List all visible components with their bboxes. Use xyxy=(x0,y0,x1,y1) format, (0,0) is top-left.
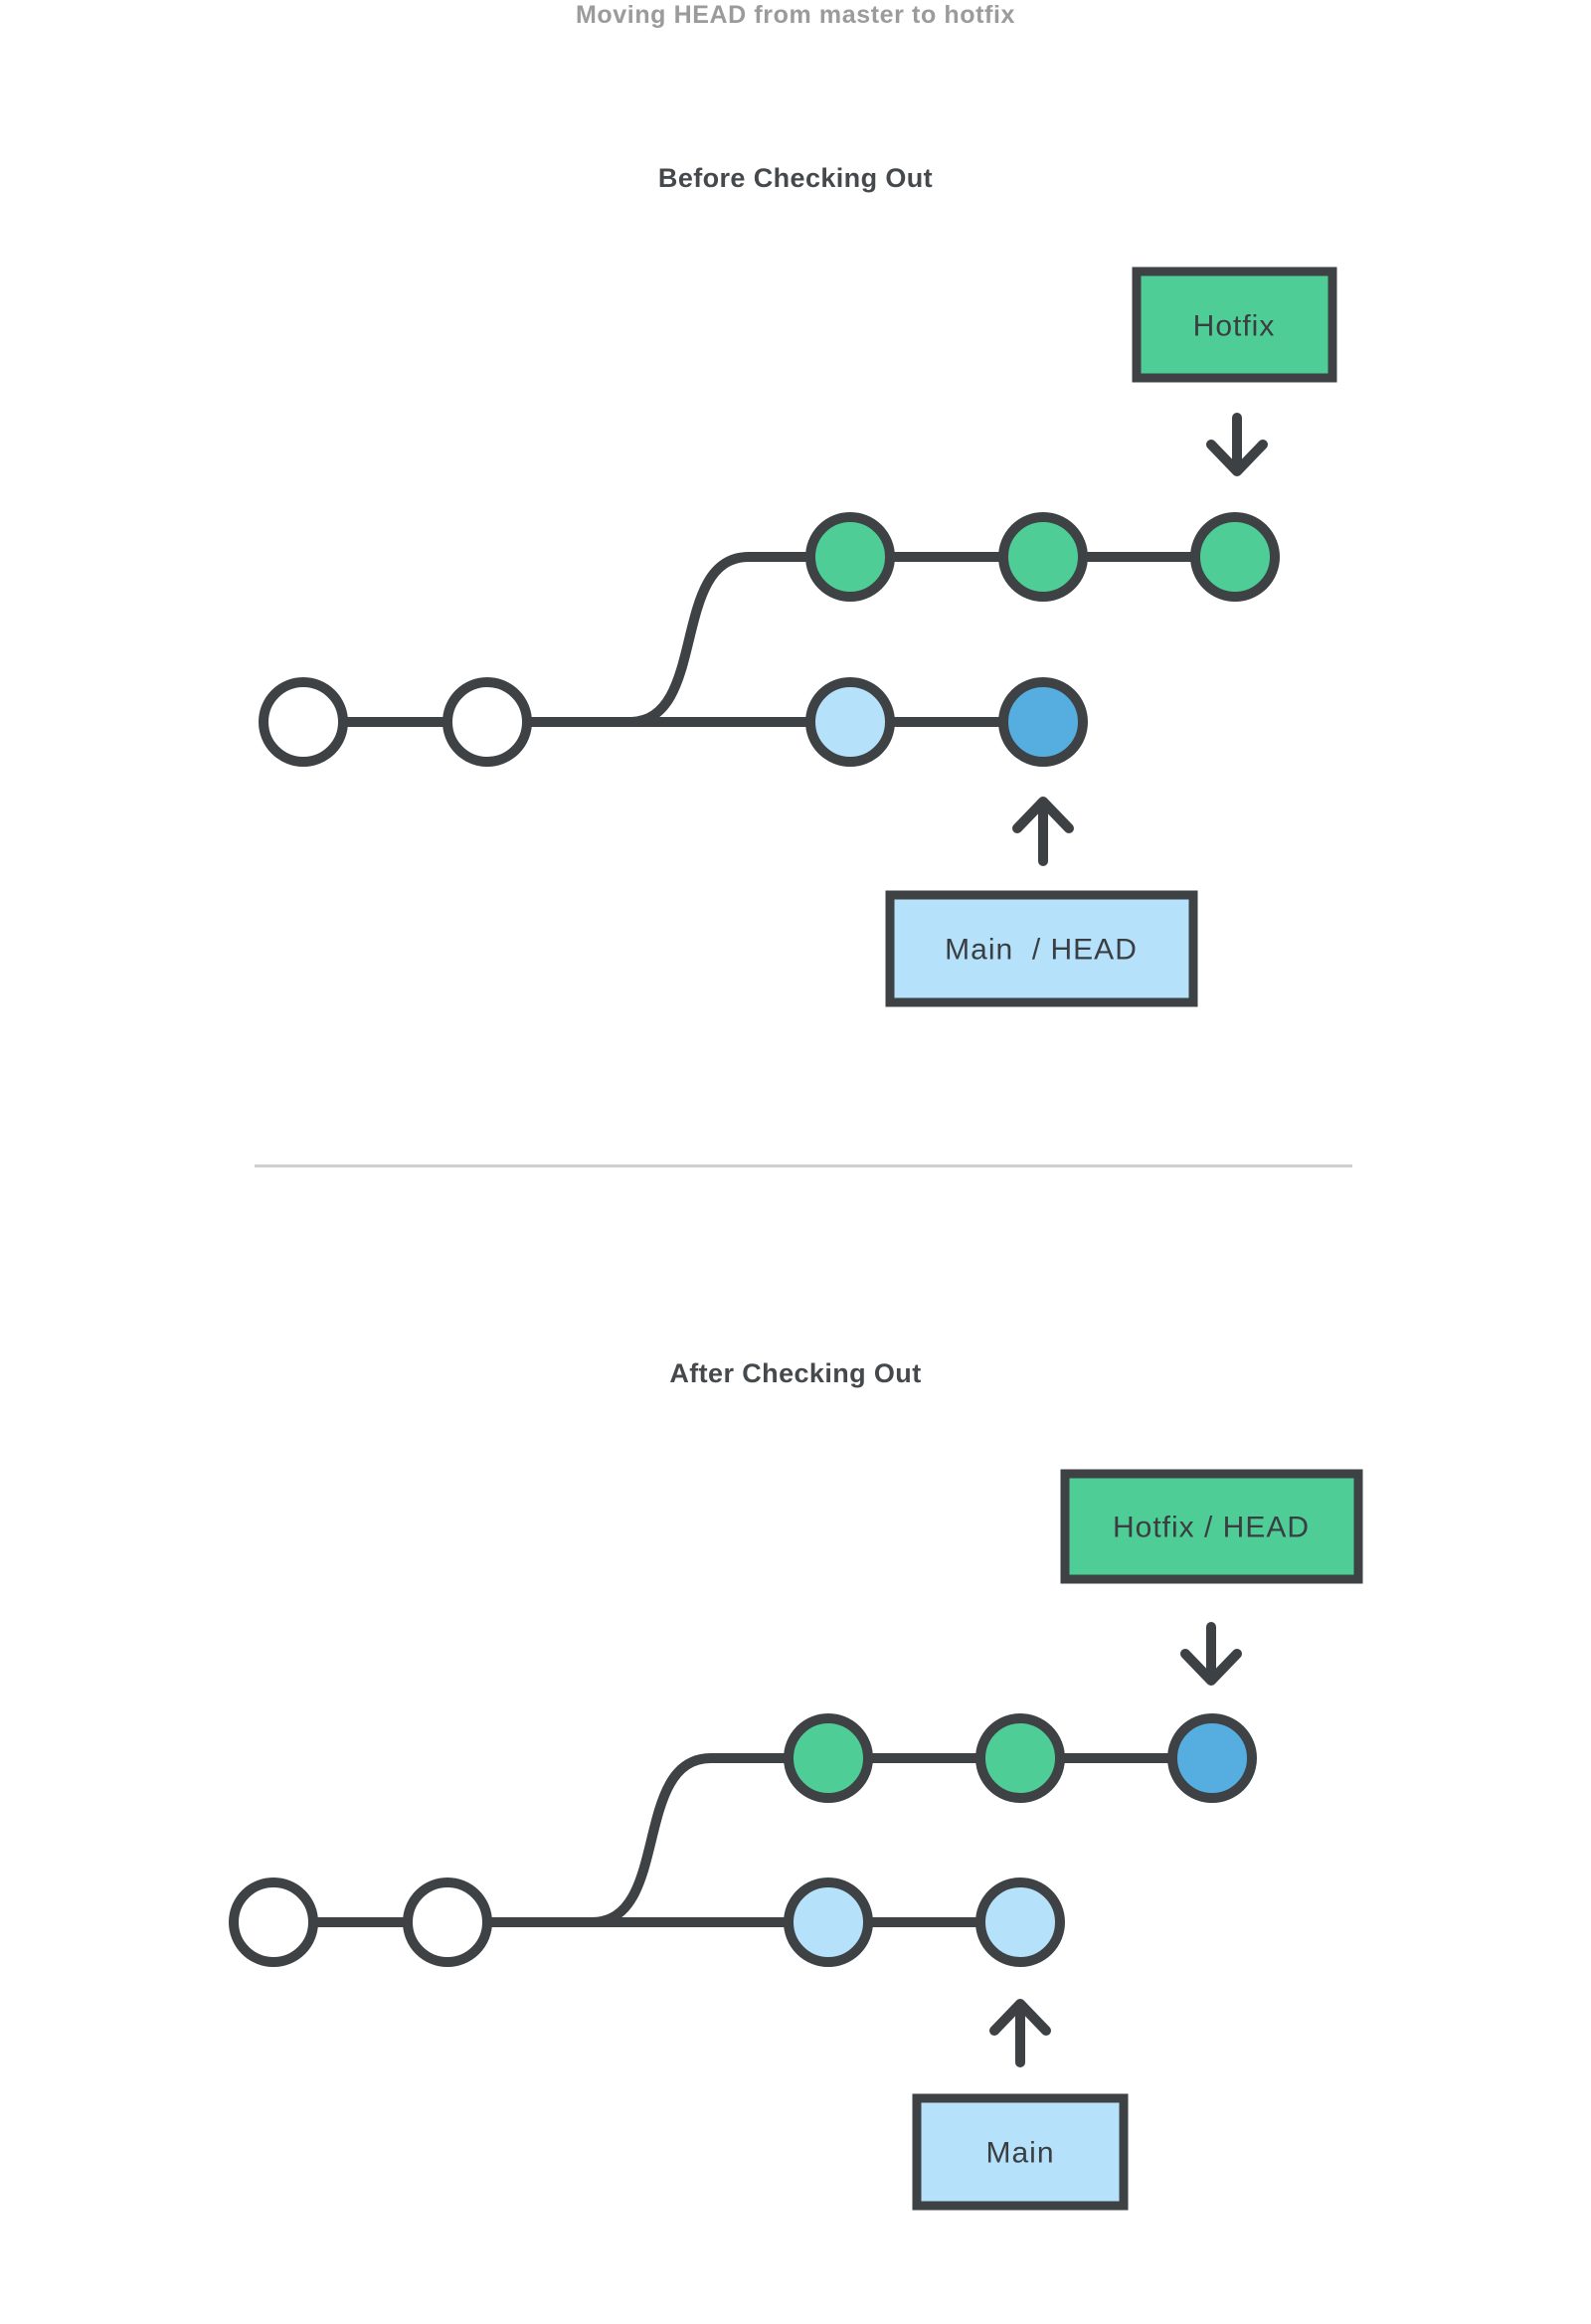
arrow-up-icon xyxy=(989,1999,1051,2067)
before-main-label-box xyxy=(885,890,1198,1007)
before-diagram: Hotfix Main / HEAD xyxy=(259,267,1337,1007)
page-title: Moving HEAD from master to hotfix xyxy=(575,1,1016,29)
before-heading: Before Checking Out xyxy=(657,163,934,193)
before-main-head-commit xyxy=(998,677,1088,767)
before-hotfix-commit-2 xyxy=(998,512,1088,602)
arrow-up-icon xyxy=(1012,797,1074,866)
after-hotfix-commit-2 xyxy=(975,1713,1065,1803)
after-main-commit-1 xyxy=(229,1877,318,1967)
before-main-commit-1 xyxy=(259,677,348,767)
before-hotfix-commit-1 xyxy=(805,512,895,602)
after-hotfix-label-box xyxy=(1060,1469,1363,1584)
after-main-label: Main xyxy=(985,2137,1054,2170)
after-main-commit-4 xyxy=(975,1877,1065,1967)
arrow-down-icon xyxy=(1180,1622,1242,1686)
after-hotfix-head-commit xyxy=(1167,1713,1257,1803)
after-diagram: Hotfix / HEAD Main xyxy=(229,1469,1363,2211)
after-main-commit-3 xyxy=(784,1877,873,1967)
before-main-label: Main / HEAD xyxy=(945,934,1138,967)
after-main-label-box xyxy=(912,2093,1129,2211)
after-fork-curve xyxy=(591,1753,712,1927)
before-hotfix-label: Hotfix xyxy=(1193,310,1276,343)
after-hotfix-label: Hotfix / HEAD xyxy=(1113,1512,1310,1544)
after-main-commit-2 xyxy=(403,1877,492,1967)
after-heading: After Checking Out xyxy=(669,1358,922,1388)
before-fork-curve xyxy=(628,552,750,727)
before-main-commit-2 xyxy=(442,677,532,767)
before-hotfix-label-box xyxy=(1132,267,1337,383)
before-main-commit-3 xyxy=(805,677,895,767)
after-hotfix-commit-1 xyxy=(784,1713,873,1803)
before-hotfix-commit-3 xyxy=(1190,512,1280,602)
section-divider xyxy=(255,1164,1352,1167)
arrow-down-icon xyxy=(1206,413,1268,476)
